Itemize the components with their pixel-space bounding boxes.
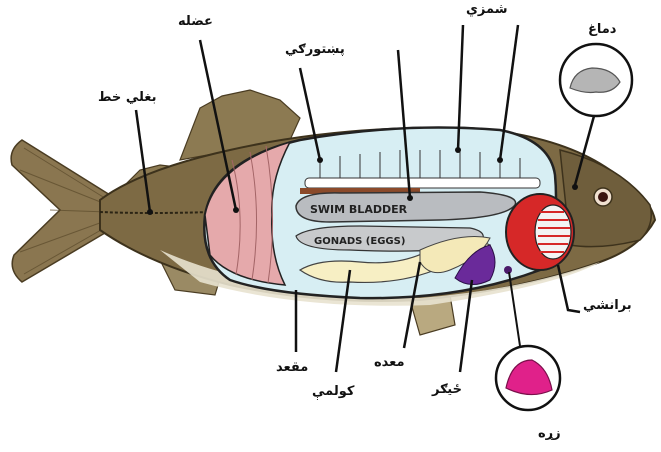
label-liver: ځیګر: [432, 382, 462, 397]
label-brain: دماغ: [588, 22, 616, 37]
gonads-text: GONADS (EGGS): [314, 236, 405, 247]
heart-dot: [504, 266, 512, 274]
label-spine: شمزي: [466, 2, 508, 17]
label-lateral-line: بغلي خط: [98, 90, 157, 105]
label-gills: برانشي: [583, 298, 632, 313]
label-fin-rays: پښتورګي: [285, 42, 345, 57]
label-intestine: کولمې: [312, 384, 354, 399]
label-anus: مقعد: [276, 360, 308, 375]
label-muscle: عضله: [178, 14, 213, 29]
swim-bladder-text: SWIM BLADDER: [310, 203, 408, 216]
tail-fin: [11, 140, 110, 282]
gills: [506, 194, 574, 270]
label-stomach: معده: [374, 355, 405, 370]
label-heart: زړه: [538, 426, 561, 441]
